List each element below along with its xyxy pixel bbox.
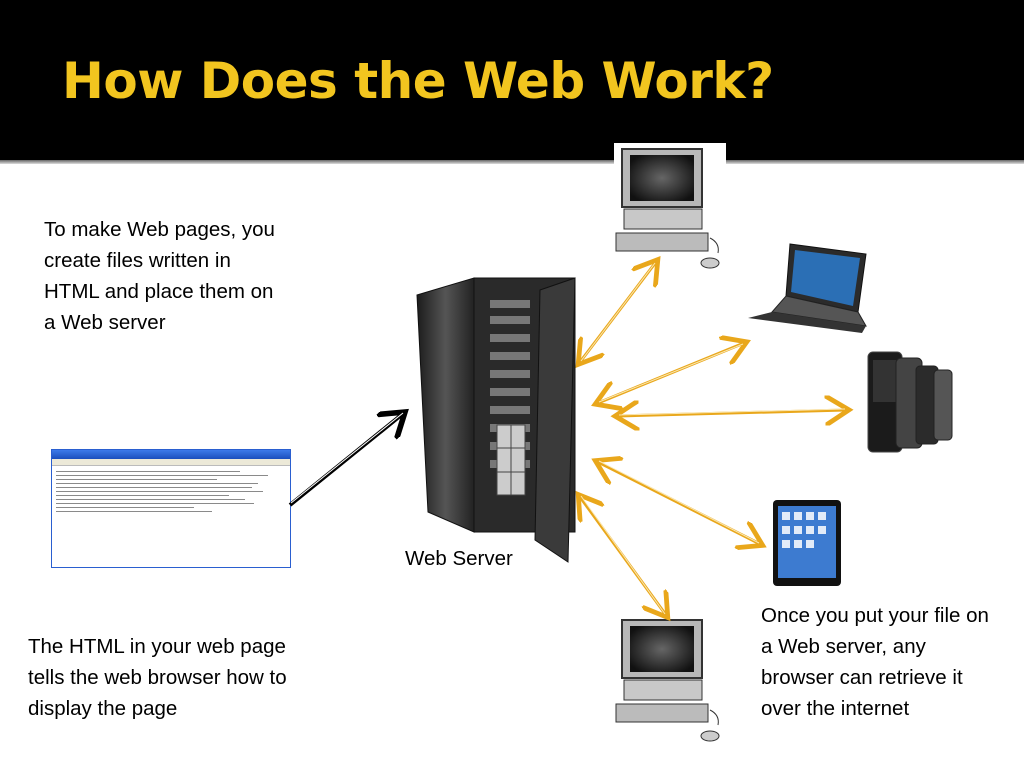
desktop-computer-icon [615,619,720,742]
text-html-tells-browser: The HTML in your web page tells the web … [28,635,287,720]
title-divider [0,160,1024,164]
web-server-label: Web Server [405,547,513,570]
slide-title: How Does the Web Work? [62,52,774,110]
text-any-browser: Once you put your file on a Web server, … [761,604,989,720]
text-create-files: To make Web pages, you create files writ… [44,218,275,334]
upload-arrow [288,412,405,507]
tablet-icon [773,500,841,586]
desktop-computer-icon [614,143,726,269]
laptop-icon [748,243,867,333]
title-bar: How Does the Web Work? [0,0,1024,160]
web-server-icon [416,277,576,563]
notepad-window-icon [51,449,291,568]
mobile-phones-icon [867,351,953,453]
